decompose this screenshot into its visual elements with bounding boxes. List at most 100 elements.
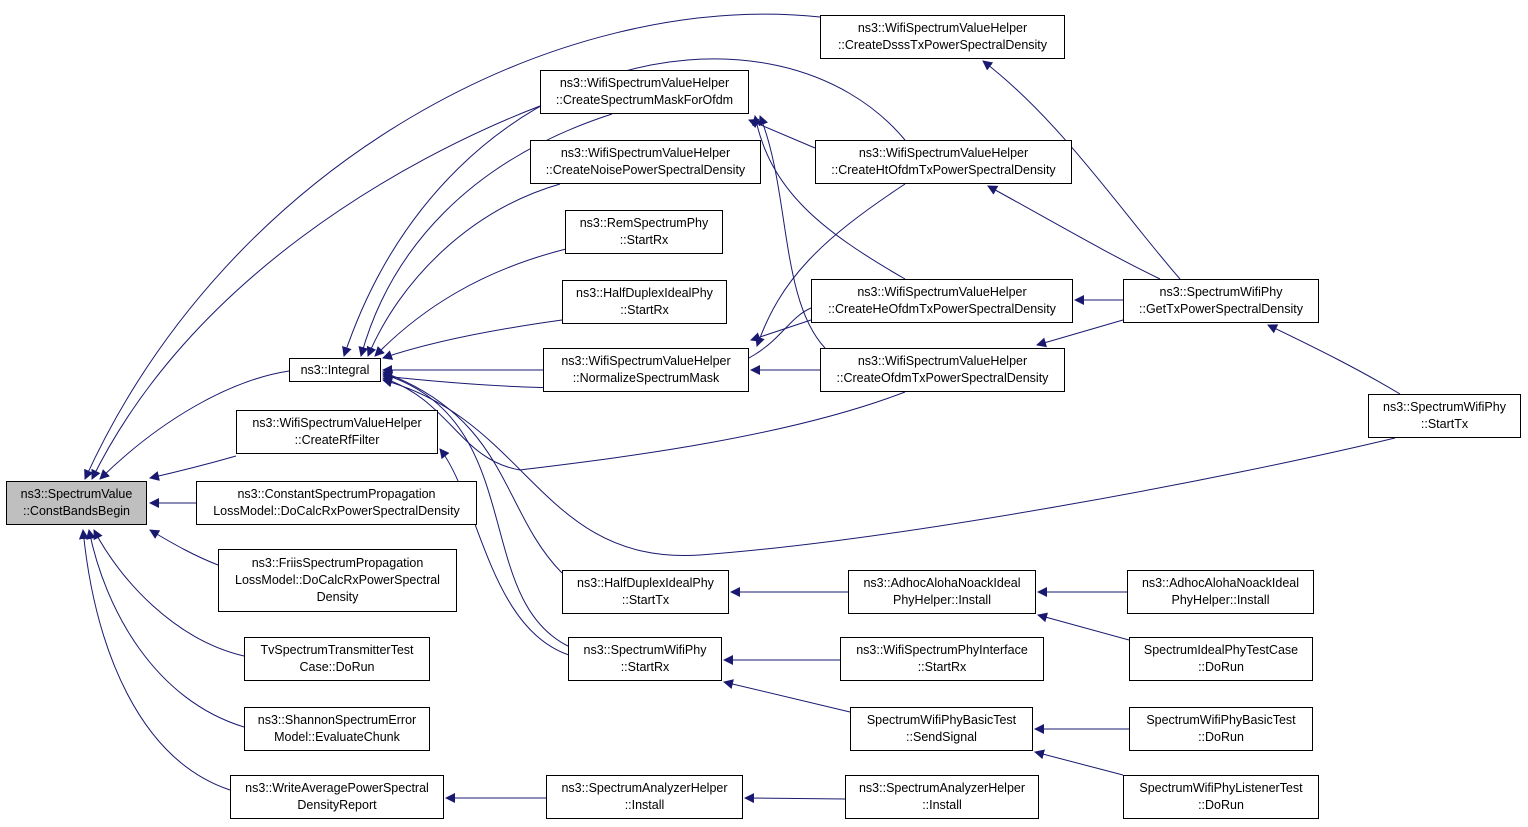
node-label-line: SpectrumWifiPhyListenerTest	[1139, 781, 1303, 795]
node-label-line: ns3::HalfDuplexIdealPhy	[576, 286, 713, 300]
node-label-line: LossModel::DoCalcRxPowerSpectralDensity	[213, 504, 460, 518]
caller-node[interactable]: ns3::WifiSpectrumPhyInterface::StartRx	[840, 637, 1044, 681]
node-label-line: Case::DoRun	[299, 660, 375, 674]
node-label-line: ::Install	[922, 798, 962, 812]
node-label-line: ::CreateRfFilter	[294, 433, 380, 447]
node-label-line: ns3::SpectrumWifiPhy	[1383, 400, 1506, 414]
node-label-line: TvSpectrumTransmitterTest	[260, 643, 414, 657]
edge-n25-to-n1	[382, 377, 1396, 556]
node-label-line: ::StartRx	[619, 233, 669, 247]
root-function-node: ns3::SpectrumValue::ConstBandsBegin	[6, 481, 147, 525]
caller-node[interactable]: SpectrumIdealPhyTestCase::DoRun	[1129, 637, 1313, 681]
node-label-line: ns3::WifiSpectrumValueHelper	[252, 416, 422, 430]
node-label-line: ::StartRx	[620, 660, 670, 674]
edge-n18-to-n12	[750, 319, 812, 342]
node-label-line: PhyHelper::Install	[893, 593, 991, 607]
edge-n10-to-n1	[374, 247, 571, 357]
edge-n29-to-n22	[1034, 749, 1124, 776]
caller-node[interactable]: ns3::WifiSpectrumValueHelper::CreateHeOf…	[811, 279, 1073, 323]
edge-n17-to-n12	[755, 183, 906, 347]
node-label-line: ::CreateDsssTxPowerSpectralDensity	[837, 38, 1048, 52]
node-label-line: ::StartRx	[620, 303, 669, 317]
node-label-line: ::StartTx	[621, 593, 670, 607]
edge-n8-to-n0	[91, 105, 541, 480]
edge-n2-to-n0	[149, 455, 237, 481]
node-label-line: ::SendSignal	[906, 730, 977, 744]
node-label-line: ::CreateHtOfdmTxPowerSpectralDensity	[831, 163, 1056, 177]
node-label-line: ns3::HalfDuplexIdealPhy	[577, 576, 714, 590]
edge-n24-to-n19	[1036, 319, 1124, 348]
edge-n24-to-n17	[987, 185, 1161, 280]
caller-node[interactable]: ns3::SpectrumWifiPhy::StartTx	[1368, 394, 1521, 438]
node-label-line: ::CreateSpectrumMaskForOfdm	[555, 93, 734, 107]
caller-node[interactable]: ns3::SpectrumWifiPhy::GetTxPowerSpectral…	[1123, 279, 1319, 323]
node-label-line: ns3::WifiSpectrumValueHelper	[857, 285, 1027, 299]
node-label-line: ns3::SpectrumWifiPhy	[583, 643, 707, 657]
edge-n19-to-n1	[382, 376, 906, 471]
caller-node[interactable]: SpectrumWifiPhyListenerTest::DoRun	[1123, 775, 1319, 819]
caller-node[interactable]: ns3::WifiSpectrumValueHelper::CreateDsss…	[820, 15, 1065, 59]
node-label-line: ns3::WifiSpectrumValueHelper	[858, 146, 1029, 160]
node-label-line: ::CreateNoisePowerSpectralDensity	[545, 163, 746, 177]
caller-node[interactable]: ns3::WifiSpectrumValueHelper::CreateSpec…	[540, 70, 749, 114]
node-label-line: ns3::AdhocAlohaNoackIdeal	[1141, 576, 1300, 590]
caller-node[interactable]: ns3::WifiSpectrumValueHelper::CreateOfdm…	[820, 348, 1065, 392]
node-label-line: ::CreateHeOfdmTxPowerSpectralDensity	[828, 302, 1056, 316]
node-label-line: ::DoRun	[1198, 730, 1244, 744]
caller-node[interactable]: ns3::SpectrumAnalyzerHelper::Install	[546, 775, 743, 819]
edge-n24-to-n16	[982, 60, 1181, 280]
edge-n23-to-n15	[744, 793, 846, 804]
node-label-line: LossModel::DoCalcRxPowerSpectral	[235, 573, 440, 587]
caller-node[interactable]: ns3::SpectrumWifiPhy::StartRx	[568, 637, 722, 681]
node-label-line: ::DoRun	[1198, 660, 1244, 674]
caller-node[interactable]: ns3::HalfDuplexIdealPhy::StartRx	[562, 280, 727, 324]
node-label-line: ::NormalizeSpectrumMask	[572, 371, 720, 385]
edge-n5-to-n0	[93, 529, 245, 657]
node-label-line: ::GetTxPowerSpectralDensity	[1139, 302, 1303, 316]
caller-node[interactable]: ns3::HalfDuplexIdealPhy::StartTx	[562, 570, 729, 614]
node-label-line: ::ConstBandsBegin	[22, 504, 130, 518]
node-label-line: ns3::WifiSpectrumValueHelper	[559, 76, 730, 90]
node-label-line: SpectrumWifiPhyBasicTest	[1146, 713, 1296, 727]
edge-n6-to-n0	[85, 529, 245, 728]
caller-node[interactable]: ns3::SpectrumAnalyzerHelper::Install	[845, 775, 1039, 819]
node-label-line: ns3::WifiSpectrumValueHelper	[857, 21, 1028, 35]
caller-node[interactable]: ns3::Integral	[289, 358, 381, 382]
caller-node[interactable]: ns3::RemSpectrumPhy::StartRx	[565, 210, 723, 254]
node-label-line: DensityReport	[297, 798, 377, 812]
caller-node[interactable]: SpectrumWifiPhyBasicTest::SendSignal	[850, 707, 1033, 751]
node-label-line: ::Install	[624, 798, 665, 812]
caller-node[interactable]: ns3::WifiSpectrumValueHelper::CreateRfFi…	[236, 410, 438, 454]
node-label-line: ::CreateOfdmTxPowerSpectralDensity	[836, 371, 1049, 385]
edge-n22-to-n14	[723, 679, 851, 713]
edge-n4-to-n0	[149, 529, 219, 566]
edge-n25-to-n24	[1267, 324, 1401, 395]
caller-node[interactable]: ns3::WifiSpectrumValueHelper::CreateHtOf…	[815, 140, 1072, 184]
caller-node[interactable]: ns3::WifiSpectrumValueHelper::CreateNois…	[530, 140, 761, 184]
caller-node[interactable]: ns3::WifiSpectrumValueHelper::NormalizeS…	[543, 348, 749, 392]
node-label-line: SpectrumIdealPhyTestCase	[1143, 643, 1299, 657]
node-label-line: PhyHelper::Install	[1171, 593, 1270, 607]
edge-n18-to-n8	[751, 115, 906, 280]
node-label-line: ns3::SpectrumAnalyzerHelper	[561, 781, 728, 795]
caller-node[interactable]: SpectrumWifiPhyBasicTest::DoRun	[1129, 707, 1313, 751]
node-label-line: ::StartRx	[917, 660, 967, 674]
node-label-line: ns3::RemSpectrumPhy	[579, 216, 709, 230]
node-label-line: ns3::SpectrumAnalyzerHelper	[858, 781, 1026, 795]
node-label-line: ::DoRun	[1198, 798, 1244, 812]
node-label-line: ns3::ConstantSpectrumPropagation	[237, 487, 436, 501]
node-label-line: Model::EvaluateChunk	[274, 730, 400, 744]
node-label-line: SpectrumWifiPhyBasicTest	[866, 713, 1017, 727]
edge-n7-to-n0	[78, 529, 231, 791]
node-label-line: ns3::AdhocAlohaNoackIdeal	[863, 576, 1021, 590]
edge-n19-to-n8	[758, 115, 826, 349]
edge-n9-to-n1	[366, 183, 561, 357]
